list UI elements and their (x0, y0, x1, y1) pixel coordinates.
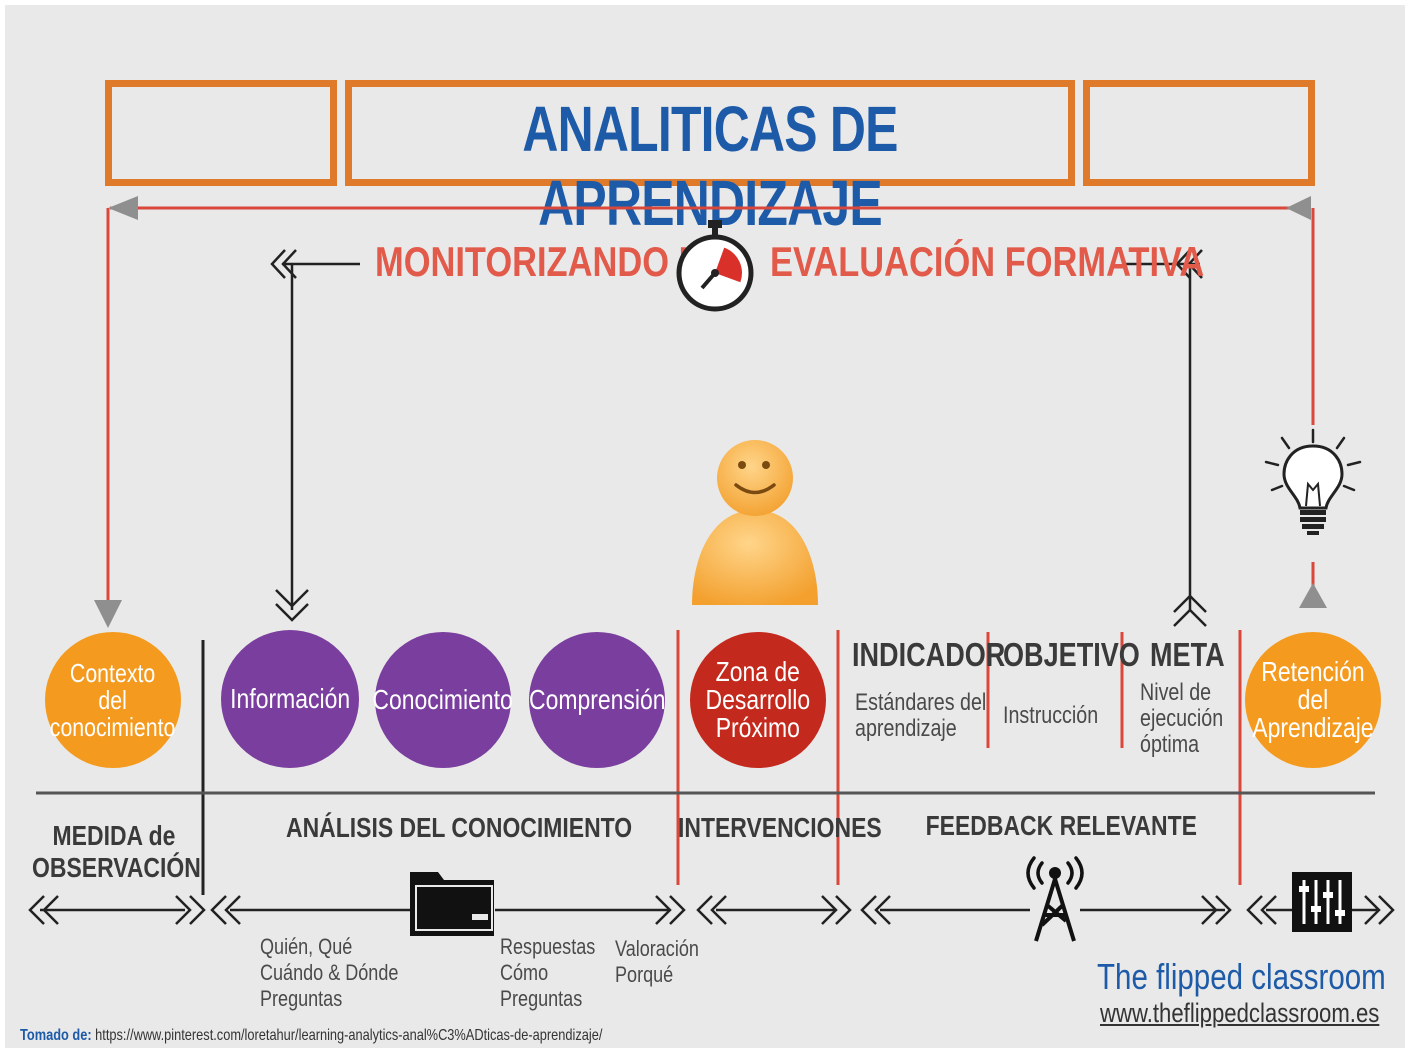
medida-observacion-label: MEDIDA de OBSERVACIÓN (32, 820, 201, 883)
objetivo-heading: OBJETIVO (1003, 636, 1140, 673)
indicador-text: Estándares del aprendizaje (855, 689, 987, 742)
folder-icon (410, 872, 494, 936)
header-box-left (105, 80, 337, 186)
source-credit-url[interactable]: https://www.pinterest.com/loretahur/lear… (95, 1027, 603, 1044)
note-respuestas: Respuestas Cómo Preguntas (500, 934, 596, 1011)
source-credit: Tomado de: https://www.pinterest.com/lor… (20, 1027, 602, 1045)
meta-heading: META (1150, 636, 1225, 673)
brand-url[interactable]: www.theflippedclassroom.es (1100, 998, 1380, 1028)
circle-retencion-label: Retención del Aprendizaje (1252, 656, 1374, 743)
circle-informacion: Información (221, 630, 359, 768)
circle-conocimiento-label: Conocimiento (372, 684, 514, 715)
circle-zona-label: Zona de Desarrollo Próximo (705, 656, 811, 743)
feedback-relevante-label: FEEDBACK RELEVANTE (925, 810, 1197, 841)
note-valoracion: Valoración Porqué (615, 936, 699, 987)
analisis-conocimiento-label: ANÁLISIS DEL CONOCIMIENTO (286, 812, 633, 843)
monitoring-label-right: EVALUACIÓN FORMATIVA (770, 238, 1205, 285)
antenna-tower-icon (1026, 856, 1084, 942)
circle-informacion-label: Información (230, 683, 350, 714)
stopwatch-icon (676, 220, 754, 312)
meta-text: Nivel de ejecución óptima (1140, 679, 1224, 758)
intervenciones-label: INTERVENCIONES (678, 812, 882, 843)
note-quien-que: Quién, Qué Cuándo & Dónde Preguntas (260, 934, 399, 1011)
brand-logo: The flipped classroom (1097, 956, 1410, 998)
circle-contexto: Contexto del conocimiento (45, 632, 181, 768)
light-bulb-icon (1264, 428, 1362, 535)
circle-contexto-label: Contexto del conocimiento (50, 657, 176, 742)
background-panel (5, 5, 1405, 1048)
indicador-heading: INDICADOR (852, 636, 1006, 673)
header-box-right (1083, 80, 1315, 186)
student-figure-icon (692, 440, 818, 605)
header-box-center (345, 80, 1075, 186)
monitoring-label-left: MONITORIZANDO LA (375, 238, 725, 285)
equalizer-icon (1292, 872, 1352, 932)
circle-comprension: Comprensión (529, 632, 665, 768)
circle-retencion: Retención del Aprendizaje (1245, 632, 1381, 768)
source-credit-label: Tomado de: (20, 1027, 92, 1044)
brand-text: The flipped classroom (1097, 956, 1386, 997)
circle-zona-desarrollo: Zona de Desarrollo Próximo (690, 632, 826, 768)
circle-comprension-label: Comprensión (528, 684, 666, 715)
objetivo-text: Instrucción (1003, 702, 1099, 729)
circle-conocimiento: Conocimiento (372, 632, 514, 768)
